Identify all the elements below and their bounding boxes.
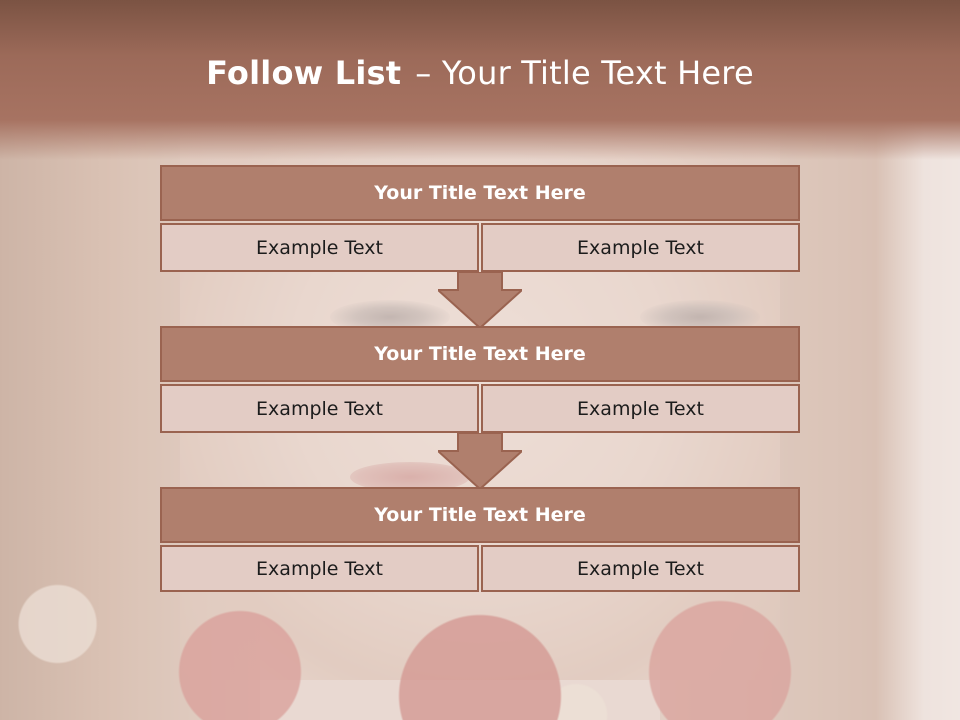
block-cell-right: Example Text [481,545,800,592]
block-cell-right: Example Text [481,384,800,433]
block-title: Your Title Text Here [160,165,800,221]
block-cell-right: Example Text [481,223,800,272]
block-cell-left: Example Text [160,545,479,592]
slide-title-bold: Follow List [206,54,402,92]
slide-title: Follow List– Your Title Text Here [0,54,960,92]
down-arrow-icon [438,433,522,489]
header-band [0,0,960,160]
block-row: Example Text Example Text [160,545,800,592]
block-row: Example Text Example Text [160,384,800,433]
down-arrow-icon [438,272,522,328]
block-title: Your Title Text Here [160,487,800,543]
slide-title-dash: – [415,54,432,92]
block-cell-left: Example Text [160,384,479,433]
block-row: Example Text Example Text [160,223,800,272]
slide-title-rest: Your Title Text Here [441,54,754,92]
block-cell-left: Example Text [160,223,479,272]
block-title: Your Title Text Here [160,326,800,382]
follow-block-2: Your Title Text Here Example Text Exampl… [160,326,800,433]
follow-block-3: Your Title Text Here Example Text Exampl… [160,487,800,592]
follow-block-1: Your Title Text Here Example Text Exampl… [160,165,800,272]
